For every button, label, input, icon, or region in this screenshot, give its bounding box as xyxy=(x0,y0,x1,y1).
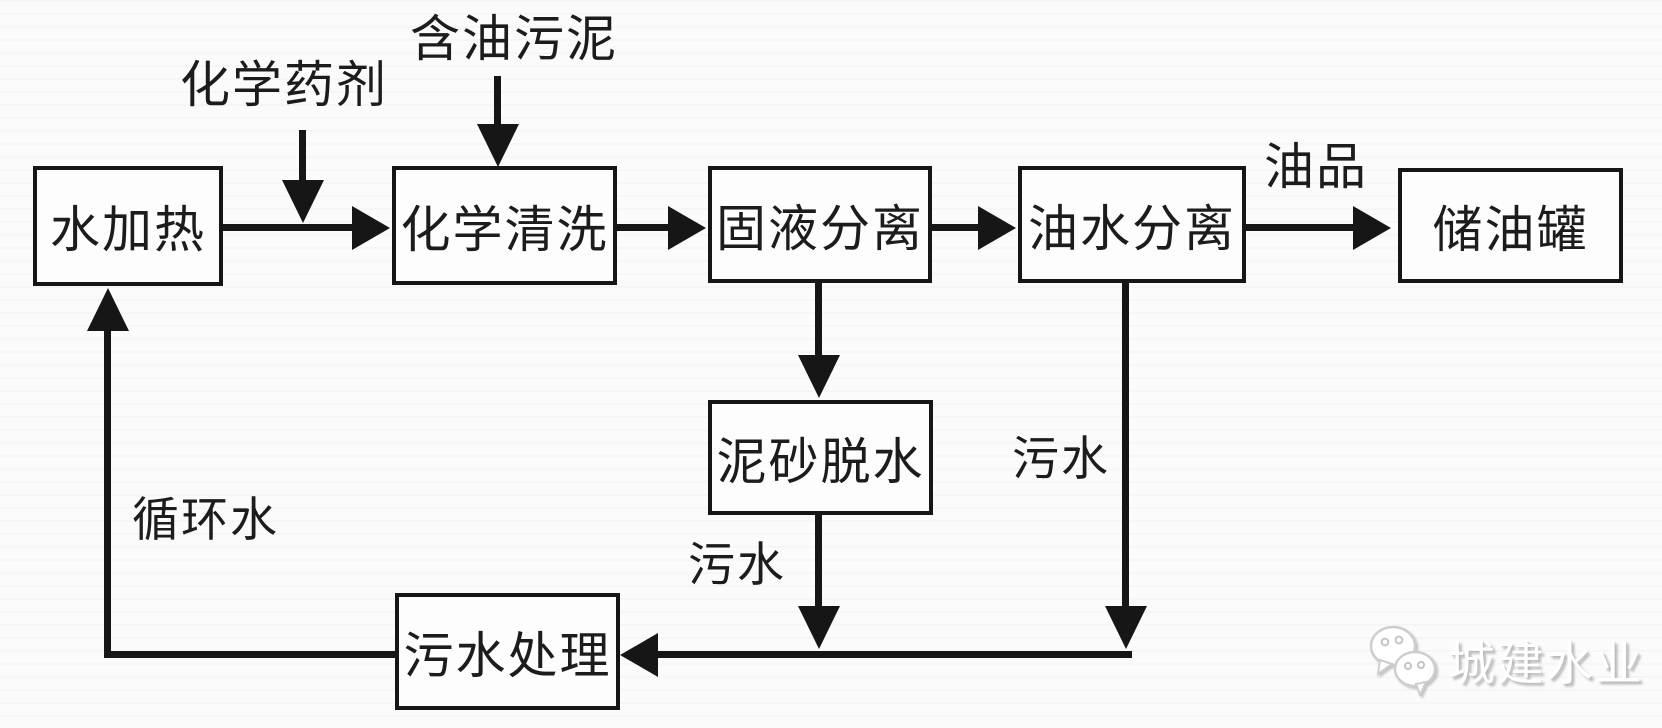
arrow-chemical-cleaning-to-solid-liquid xyxy=(617,224,672,231)
process-box-oil-storage-tank: 储油罐 xyxy=(1398,168,1623,283)
arrowhead-icon xyxy=(352,206,390,250)
process-box-sewage-treatment: 污水处理 xyxy=(395,593,620,710)
arrow-chemical-agent-down xyxy=(299,130,306,182)
watermark-text: 城建水业 xyxy=(1448,636,1644,690)
arrowhead-icon xyxy=(798,606,840,649)
arrow-oil-water-to-storage-tank xyxy=(1246,224,1356,231)
flow-label-chemical-agent: 化学药剂 xyxy=(180,57,388,113)
arrowhead-icon xyxy=(282,180,324,223)
arrowhead-icon xyxy=(668,206,706,250)
process-box-label: 储油罐 xyxy=(1432,201,1589,258)
flow-label-sewage-from-oil-water: 污水 xyxy=(1012,434,1110,486)
arrowhead-icon xyxy=(477,124,519,167)
arrow-oil-water-to-sewage-line xyxy=(1122,283,1129,608)
process-box-label: 水加热 xyxy=(50,202,206,258)
arrow-solid-liquid-to-oil-water xyxy=(932,224,982,231)
arrowhead-icon xyxy=(87,288,129,331)
arrowhead-icon xyxy=(1105,606,1147,649)
process-box-label: 固液分离 xyxy=(716,200,924,257)
sewage-collector-line xyxy=(654,651,1132,658)
process-box-label: 泥砂脱水 xyxy=(716,433,925,490)
flow-label-oily-sludge: 含油污泥 xyxy=(410,11,618,67)
flow-label-oil-product: 油品 xyxy=(1264,139,1368,195)
arrow-oily-sludge-down xyxy=(494,76,501,127)
process-box-label: 化学清洗 xyxy=(400,201,609,258)
process-box-label: 污水处理 xyxy=(403,627,612,684)
watermark: 城建水业 xyxy=(1368,614,1648,704)
wechat-icon xyxy=(1369,625,1437,696)
arrow-solid-liquid-to-sediment xyxy=(815,283,822,358)
arrowhead-icon xyxy=(1353,206,1391,250)
flow-label-circulating-water: 循环水 xyxy=(132,495,279,547)
arrow-water-heating-to-chemical-cleaning xyxy=(223,224,357,231)
arrow-sediment-to-sewage-line xyxy=(815,515,822,609)
arrowhead-icon xyxy=(978,206,1016,250)
recycle-line-horizontal xyxy=(104,651,395,658)
process-box-sediment-dewatering: 泥砂脱水 xyxy=(708,400,933,515)
process-box-oil-water-separation: 油水分离 xyxy=(1018,166,1246,283)
process-box-label: 油水分离 xyxy=(1028,200,1236,257)
arrowhead-icon xyxy=(620,633,658,677)
process-box-chemical-cleaning: 化学清洗 xyxy=(392,166,617,285)
recycle-line-vertical xyxy=(104,328,111,658)
process-box-solid-liquid-separation: 固液分离 xyxy=(708,166,932,283)
process-box-water-heating: 水加热 xyxy=(33,166,223,286)
flow-label-sewage-from-sediment: 污水 xyxy=(688,540,786,592)
arrowhead-icon xyxy=(798,355,840,398)
